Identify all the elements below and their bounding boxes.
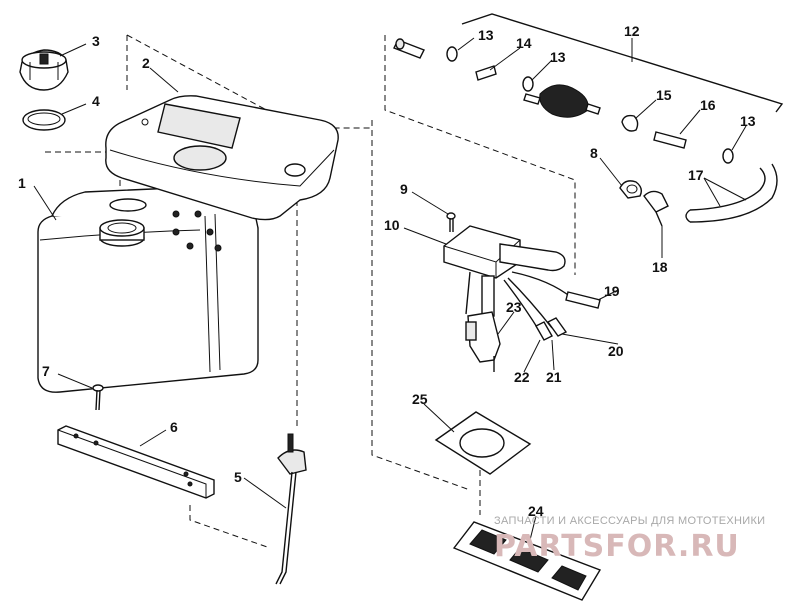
callout-18: 18 bbox=[652, 259, 668, 275]
leader-lines bbox=[33, 37, 747, 541]
clamp-part bbox=[619, 180, 643, 199]
gasket-ring-part bbox=[22, 109, 66, 131]
callout-7: 7 bbox=[42, 363, 50, 379]
watermark-logo: PARTSFOR.RU bbox=[494, 529, 740, 564]
watermark-caption: ЗАПЧАСТИ И АКСЕССУАРЫ ДЛЯ МОТОТЕХНИКИ bbox=[494, 515, 765, 527]
watermark: ЗАПЧАСТИ И АКСЕССУАРЫ ДЛЯ МОТОТЕХНИКИ PA… bbox=[494, 515, 765, 564]
screw-part-9 bbox=[446, 212, 456, 232]
assembly-guide-lines bbox=[45, 34, 576, 549]
callout-3: 3 bbox=[92, 33, 100, 49]
callout-25: 25 bbox=[412, 391, 428, 407]
callout-19: 19 bbox=[604, 283, 620, 299]
callout-23: 23 bbox=[506, 299, 522, 315]
callout-17: 17 bbox=[688, 167, 704, 183]
sender-wires bbox=[503, 271, 601, 341]
callout-15: 15 bbox=[656, 87, 672, 103]
decal-plate-part bbox=[452, 521, 602, 601]
callout-22: 22 bbox=[514, 369, 530, 385]
fuel-cap-part bbox=[19, 49, 69, 91]
callout-1: 1 bbox=[18, 175, 26, 191]
callout-9: 9 bbox=[400, 181, 408, 197]
callout-2: 2 bbox=[142, 55, 150, 71]
callout-10: 10 bbox=[384, 217, 400, 233]
callout-13-a: 13 bbox=[478, 27, 494, 43]
fuel-line-kit bbox=[393, 13, 784, 227]
callout-21: 21 bbox=[546, 369, 562, 385]
callout-8: 8 bbox=[590, 145, 598, 161]
tank-cover-part bbox=[105, 95, 339, 221]
callout-16: 16 bbox=[700, 97, 716, 113]
pickup-assembly-part bbox=[443, 225, 566, 372]
callout-12: 12 bbox=[624, 23, 640, 39]
callout-6: 6 bbox=[170, 419, 178, 435]
screw-part-7 bbox=[92, 384, 104, 411]
callout-13-c: 13 bbox=[740, 113, 756, 129]
callout-5: 5 bbox=[234, 469, 242, 485]
mounting-gasket-part bbox=[434, 411, 532, 475]
callout-20: 20 bbox=[608, 343, 624, 359]
callout-labels: 1 2 3 4 5 6 7 8 9 10 12 13 13 13 13 14 1… bbox=[18, 23, 756, 519]
holddown-strap-part bbox=[57, 425, 215, 499]
callout-13-b: 13 bbox=[550, 49, 566, 65]
fuel-tank-part bbox=[37, 185, 259, 393]
gauge-rod-part bbox=[275, 433, 307, 585]
callout-14: 14 bbox=[516, 35, 532, 51]
callout-24: 24 bbox=[528, 503, 544, 519]
callout-4: 4 bbox=[92, 93, 100, 109]
